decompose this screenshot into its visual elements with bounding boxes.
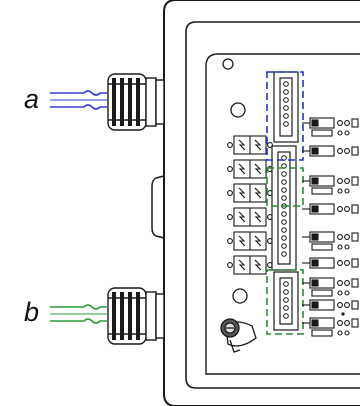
- cable-gland-b: [107, 287, 165, 345]
- terminal-screw: [283, 305, 289, 311]
- relay-fuse-row: [302, 257, 359, 269]
- blue-group-outline: [266, 71, 304, 161]
- relay-fuse-row: [302, 231, 359, 251]
- terminal-screw: [281, 171, 287, 177]
- cable-b-label: b: [24, 297, 40, 327]
- terminal-screw: [283, 89, 289, 95]
- left-terminal-block: [227, 135, 273, 155]
- terminal-screws: [281, 81, 289, 319]
- terminal-screw: [281, 227, 287, 233]
- green-group-outline-lower: [266, 269, 304, 335]
- terminal-screw: [283, 313, 289, 319]
- relay-fuse-row: [302, 145, 359, 157]
- left-terminal-block: [227, 231, 273, 251]
- terminal-screw: [281, 179, 287, 185]
- left-terminal-block: [227, 207, 273, 227]
- terminal-screw: [281, 195, 287, 201]
- terminal-screw: [281, 211, 287, 217]
- terminal-screw: [281, 235, 287, 241]
- relay-fuse-row: [302, 203, 359, 215]
- indicator-dot: [341, 312, 345, 316]
- terminal-screw: [281, 243, 287, 249]
- terminal-screw: [283, 81, 289, 87]
- terminal-screw: [281, 251, 287, 257]
- terminal-screw: [283, 97, 289, 103]
- cable-gland-a: [107, 73, 165, 131]
- relay-fuse-row: [302, 175, 359, 195]
- terminal-screw: [283, 281, 289, 287]
- terminal-screw: [281, 219, 287, 225]
- terminal-screw: [283, 297, 289, 303]
- mounting-plate: [205, 53, 360, 375]
- earth-screw: [220, 318, 257, 353]
- left-terminal-blocks: [227, 135, 273, 275]
- mounting-holes: [222, 58, 248, 304]
- terminal-screw: [283, 289, 289, 295]
- relay-fuse-rows: [302, 117, 359, 337]
- left-terminal-block: [227, 183, 273, 203]
- terminal-screw: [281, 187, 287, 193]
- relay-fuse-row: [302, 317, 359, 337]
- terminal-screw: [283, 113, 289, 119]
- cable-a-label: a: [24, 84, 40, 114]
- relay-fuse-row: [302, 277, 359, 297]
- side-latch: [151, 175, 165, 239]
- left-terminal-block: [227, 255, 273, 275]
- cable-a: [50, 90, 108, 110]
- terminal-screw: [283, 105, 289, 111]
- relay-fuse-row: [302, 299, 359, 311]
- enclosure: [151, 0, 360, 406]
- left-terminal-block: [227, 159, 273, 179]
- relay-fuse-row: [302, 117, 359, 137]
- cable-b: [50, 304, 108, 324]
- enclosure-inner-wall: [185, 21, 360, 389]
- terminal-screw: [283, 121, 289, 127]
- enclosure-outer-wall: [163, 0, 360, 406]
- green-group-outline-upper: [266, 167, 304, 207]
